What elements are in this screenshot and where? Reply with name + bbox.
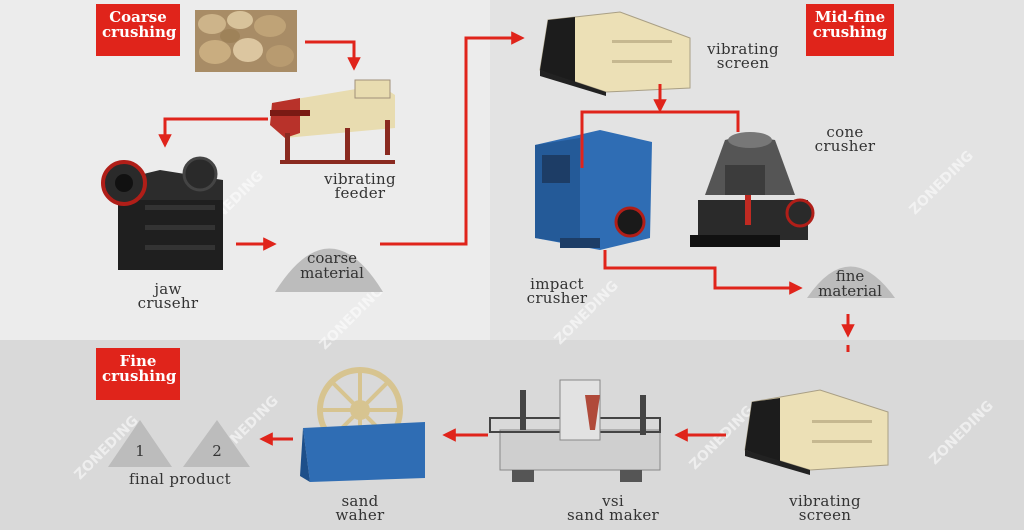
- vibrating-feeder-image: [270, 79, 395, 164]
- stage-tag-fine: Fine crushing: [96, 348, 180, 400]
- cone-crusher-image: [690, 132, 815, 247]
- arrow-crushers-to-fine: [603, 250, 803, 295]
- product-2-number: 2: [212, 442, 222, 460]
- impact-crusher-image: [535, 130, 652, 250]
- sand-washer-image: [300, 367, 425, 482]
- product-1-number: 1: [135, 442, 145, 460]
- arrow-feeder-to-jaw: [158, 117, 268, 148]
- vibrating-screen-top-image: [539, 11, 691, 96]
- coarse-material-pile: [275, 248, 383, 292]
- arrow-coarse-to-screen: [380, 31, 525, 246]
- final-product-label: final product: [129, 470, 231, 488]
- stage-mid-fine-text: Mid-fine crushing: [812, 8, 888, 41]
- arrow-ore-to-feeder: [305, 40, 361, 71]
- vsi-sand-maker-image: [489, 379, 661, 482]
- ore-image: [195, 10, 297, 72]
- fine-material-pile: [807, 266, 895, 298]
- stage-tag-coarse: Coarse crushing: [96, 4, 180, 56]
- stage-coarse-text: Coarse crushing: [102, 8, 177, 41]
- flow-arrows: [158, 31, 855, 446]
- loop-crushers: [580, 110, 740, 168]
- product-2-pile: [183, 420, 250, 467]
- vibrating-screen-bottom-image: [744, 389, 889, 475]
- product-1-pile: [108, 420, 172, 467]
- stage-tag-mid-fine: Mid-fine crushing: [806, 4, 894, 56]
- jaw-crusher-image: [101, 156, 223, 270]
- stage-fine-text: Fine crushing: [102, 352, 177, 385]
